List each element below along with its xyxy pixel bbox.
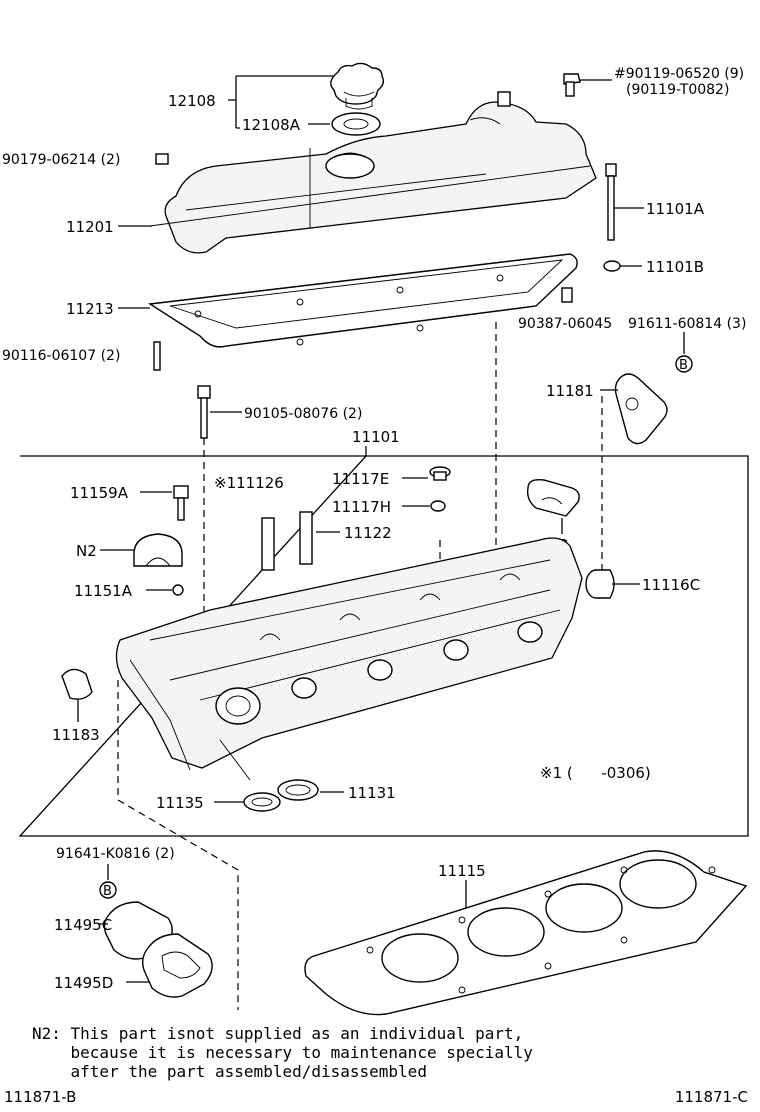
label-11201: 11201 bbox=[66, 218, 114, 236]
label-n2-left: N2 bbox=[76, 542, 97, 560]
gasket-11495d[interactable] bbox=[141, 933, 213, 998]
hanger-bolt[interactable] bbox=[197, 385, 211, 439]
label-90119-06520: #90119-06520 (9) bbox=[614, 66, 744, 82]
tight-plug[interactable] bbox=[585, 569, 615, 599]
callout-b-top: B bbox=[675, 355, 693, 373]
bearing-cap-right[interactable] bbox=[526, 478, 580, 517]
label-11115: 11115 bbox=[438, 862, 486, 880]
head-cover-gasket[interactable] bbox=[147, 253, 578, 348]
label-90116-06107: 90116-06107 (2) bbox=[2, 348, 120, 364]
plain-washer[interactable] bbox=[603, 260, 621, 272]
label-11181: 11181 bbox=[546, 382, 594, 400]
callout-b-bottom: B bbox=[99, 881, 117, 899]
cover-nut[interactable] bbox=[155, 153, 169, 165]
head-bolt[interactable] bbox=[605, 163, 617, 241]
label-11183: 11183 bbox=[52, 726, 100, 744]
label-90387-06045: 90387-06045 bbox=[518, 316, 612, 332]
taper-screw-plug[interactable] bbox=[429, 466, 451, 481]
label-11116c: 11116C bbox=[642, 576, 700, 594]
label-11495c: 11495C bbox=[54, 916, 112, 934]
label-90119-t0082: (90119-T0082) bbox=[626, 82, 729, 98]
straight-pin[interactable] bbox=[561, 287, 573, 303]
label-11101b: 11101B bbox=[646, 258, 704, 276]
plug-gasket[interactable] bbox=[430, 500, 446, 512]
oil-seal-11131[interactable] bbox=[277, 779, 319, 801]
cylinder-head-gasket[interactable] bbox=[304, 850, 748, 1016]
label-11101a: 11101A bbox=[646, 200, 705, 218]
valve-guide-bush-a[interactable] bbox=[261, 517, 275, 571]
label-11151a: 11151A bbox=[74, 582, 133, 600]
label-11117e: 11117E bbox=[332, 470, 389, 488]
svg-text:B: B bbox=[679, 358, 688, 373]
label-91641-k0816: 91641-K0816 (2) bbox=[56, 846, 175, 862]
filler-cap-gasket[interactable] bbox=[331, 112, 381, 136]
oil-seal-11135[interactable] bbox=[243, 792, 281, 812]
label-11135: 11135 bbox=[156, 794, 204, 812]
valve-guide-bush-b[interactable] bbox=[299, 511, 313, 565]
cover-bolt[interactable] bbox=[563, 73, 581, 97]
svg-text:B: B bbox=[103, 884, 112, 899]
label-11117h: 11117H bbox=[332, 498, 391, 516]
label-11213: 11213 bbox=[66, 300, 114, 318]
label-11495d: 11495D bbox=[54, 974, 113, 992]
camshaft-plug[interactable] bbox=[61, 668, 93, 700]
cylinder-head[interactable] bbox=[115, 537, 583, 781]
cylinder-head-cover[interactable] bbox=[149, 91, 597, 254]
label-111126: ※111126 bbox=[214, 474, 284, 492]
straight-pin-small[interactable] bbox=[172, 584, 184, 596]
label-91611-60814: 91611-60814 (3) bbox=[628, 316, 746, 332]
label-11159a: 11159A bbox=[70, 484, 129, 502]
footnote-n2: N2: This part isnot supplied as an indiv… bbox=[32, 1024, 533, 1081]
stud-bolt[interactable] bbox=[153, 341, 161, 371]
label-12108a: 12108A bbox=[242, 116, 301, 134]
diagram-code-left: 111871-B bbox=[4, 1088, 77, 1106]
bearing-cap-left[interactable] bbox=[133, 533, 183, 567]
label-11122: 11122 bbox=[344, 524, 392, 542]
engine-hanger[interactable] bbox=[614, 373, 668, 445]
label-11101: 11101 bbox=[352, 428, 400, 446]
bearing-cap-bolt[interactable] bbox=[173, 485, 189, 521]
label-90105-08076: 90105-08076 (2) bbox=[244, 406, 362, 422]
label-11131: 11131 bbox=[348, 784, 396, 802]
label-90179-06214: 90179-06214 (2) bbox=[2, 152, 120, 168]
oil-filler-cap[interactable] bbox=[330, 62, 385, 110]
label-12108: 12108 bbox=[168, 92, 216, 110]
label-note-1: ※1 ( -0306) bbox=[540, 764, 651, 782]
diagram-code-right: 111871-C bbox=[674, 1088, 748, 1106]
